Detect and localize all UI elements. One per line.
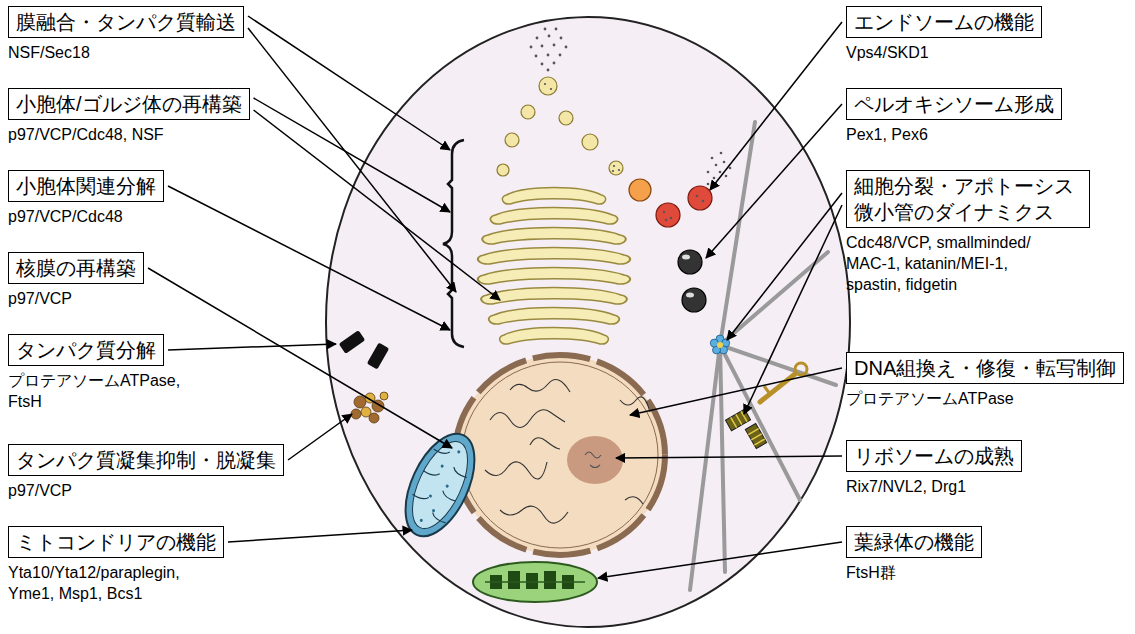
function-box: タンパク質凝集抑制・脱凝集 p97/VCP: [8, 444, 284, 502]
function-label: タンパク質凝集抑制・脱凝集: [8, 444, 284, 476]
leader-arrow: [630, 368, 842, 415]
mitochondrion: [391, 423, 488, 546]
function-label: 膜融合・タンパク質輸送: [8, 6, 244, 38]
leader-arrow: [706, 104, 842, 258]
leader-arrow: [710, 22, 842, 190]
function-box: 小胞体関連分解 p97/VCP/Cdc48: [8, 170, 164, 228]
protein-list: NSF/Sec18: [8, 43, 244, 64]
chloroplast: [473, 562, 597, 602]
function-box: ペルオキシソーム形成 Pex1, Pex6: [846, 88, 1062, 146]
function-label: ペルオキシソーム形成: [846, 88, 1062, 120]
leader-arrow: [254, 110, 500, 300]
function-label: ミトコンドリアの機能: [8, 526, 224, 558]
function-box: 小胞体/ゴルジ体の再構築 p97/VCP/Cdc48, NSF: [8, 88, 250, 146]
protein-list: Cdc48/VCP, smallminded/ MAC-1, katanin/M…: [846, 233, 1051, 295]
function-box: タンパク質分解プロテアソームATPase, FtsH: [8, 334, 193, 413]
leader-arrow: [598, 542, 842, 578]
function-box: 葉緑体の機能 FtsH群: [846, 526, 982, 584]
protein-list: p97/VCP: [8, 481, 284, 502]
microtubules: [690, 122, 836, 590]
function-label: 細胞分裂・アポトーシス 微小管のダイナミクス: [846, 170, 1090, 228]
endosomes: [629, 152, 731, 227]
protein-list: FtsH群: [846, 563, 982, 584]
function-label: 葉緑体の機能: [846, 526, 982, 558]
leader-arrow: [288, 414, 352, 460]
function-box: DNA組換え・修復・転写制御プロテアソームATPase: [846, 352, 1124, 410]
protein-list: Rix7/NVL2, Drg1: [846, 477, 1022, 498]
function-box: 膜融合・タンパク質輸送 NSF/Sec18: [8, 6, 244, 64]
motor-protein: [760, 363, 807, 402]
nucleus: [455, 355, 665, 555]
protein-list: Vps4/SKD1: [846, 43, 1042, 64]
function-box: ミトコンドリアの機能 Yta10/Yta12/paraplegin, Yme1, …: [8, 526, 224, 605]
protein-list: プロテアソームATPase: [846, 389, 1124, 410]
leader-arrow: [228, 530, 412, 542]
proteasomes: [339, 330, 389, 369]
leader-arrow: [148, 268, 452, 448]
leader-arrow: [616, 456, 842, 458]
protein-list: Pex1, Pex6: [846, 125, 1062, 146]
function-box: 核膜の再構築 p97/VCP: [8, 252, 144, 310]
centrioles: [725, 409, 766, 448]
leader-arrow: [168, 344, 336, 350]
vesicles: [497, 77, 623, 176]
peroxisomes: [678, 250, 706, 312]
function-label: エンドソームの機能: [846, 6, 1042, 38]
leader-arrow: [727, 193, 842, 340]
protein-list: p97/VCP/Cdc48: [8, 207, 164, 228]
function-label: 小胞体関連分解: [8, 170, 164, 202]
function-box: エンドソームの機能 Vps4/SKD1: [846, 6, 1042, 64]
centrosome: [710, 335, 729, 354]
protein-list: p97/VCP: [8, 289, 144, 310]
function-box: 細胞分裂・アポトーシス 微小管のダイナミクスCdc48/VCP, smallmi…: [846, 170, 1090, 295]
cell-outline: [326, 17, 850, 627]
function-label: リボソームの成熟: [846, 440, 1022, 472]
function-box: リボソームの成熟 Rix7/NVL2, Drg1: [846, 440, 1022, 498]
secretion-dots: [530, 28, 621, 172]
function-label: タンパク質分解: [8, 334, 164, 366]
protein-list: p97/VCP/Cdc48, NSF: [8, 125, 250, 146]
function-label: 小胞体/ゴルジ体の再構築: [8, 88, 250, 120]
golgi: [478, 188, 630, 345]
protein-list: Yta10/Yta12/paraplegin, Yme1, Msp1, Bcs1: [8, 563, 193, 605]
leader-arrow: [248, 28, 456, 292]
function-label: DNA組換え・修復・転写制御: [846, 352, 1124, 384]
er-bracket: [443, 140, 464, 347]
protein-list: プロテアソームATPase, FtsH: [8, 371, 193, 413]
leader-arrow: [254, 98, 450, 212]
leader-arrow: [744, 205, 842, 414]
function-label: 核膜の再構築: [8, 252, 144, 284]
leader-arrow: [168, 186, 450, 330]
